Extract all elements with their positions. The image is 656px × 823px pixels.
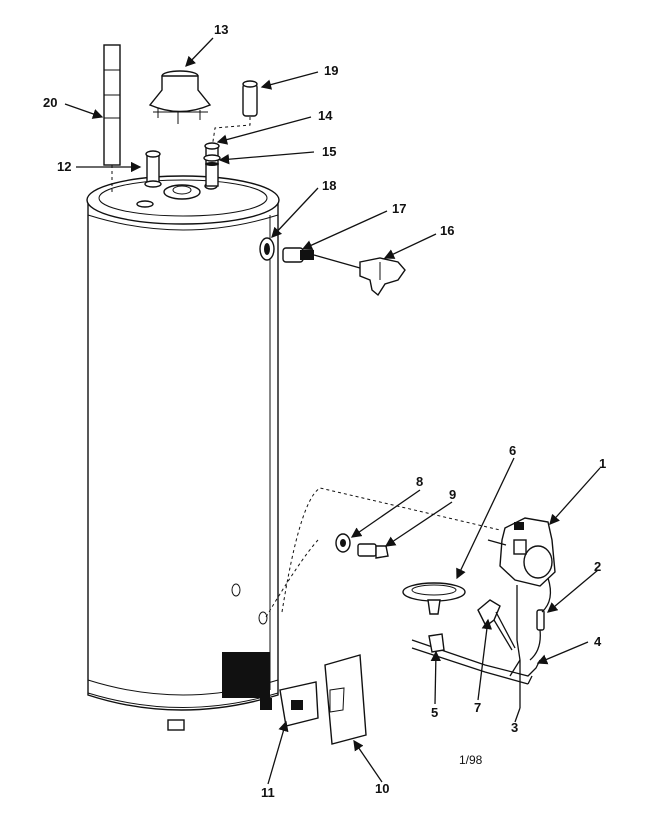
part-3-thermocouple [509, 585, 521, 708]
callout-16: 16 [440, 223, 454, 238]
part-7-pilot-assembly [477, 599, 516, 651]
callout-14: 14 [318, 108, 333, 123]
part-17-valve-fitting [282, 247, 361, 269]
callout-2: 2 [594, 559, 601, 574]
callout-20: 20 [43, 95, 57, 110]
part-8-gasket [335, 533, 351, 553]
callout-3: 3 [511, 720, 518, 735]
callout-18: 18 [322, 178, 336, 193]
part-14-15-outlet-nipple [203, 142, 221, 187]
callout-labels: 1 2 3 4 5 6 7 8 9 10 11 12 13 14 15 16 1… [43, 22, 606, 800]
callout-7: 7 [474, 700, 481, 715]
callout-1: 1 [599, 456, 606, 471]
callout-8: 8 [416, 474, 423, 489]
part-2-pilot-tube [529, 577, 552, 661]
part-6-burner [402, 582, 466, 615]
callout-15: 15 [322, 144, 336, 159]
part-16-drain-valve [359, 257, 406, 297]
callout-13: 13 [214, 22, 228, 37]
part-10-outer-door [324, 654, 367, 745]
part-18-gasket [259, 237, 275, 261]
part-11-inner-door [279, 681, 319, 727]
part-1-gas-control-valve [487, 517, 556, 587]
callout-9: 9 [449, 487, 456, 502]
leader-lines [64, 37, 601, 785]
part-19-anode-rod [211, 80, 258, 149]
callout-5: 5 [431, 705, 438, 720]
date-code: 1/98 [459, 753, 483, 767]
part-13-draft-hood [148, 70, 212, 124]
part-12-inlet-nipple [144, 150, 162, 188]
part-20-dip-tube [103, 44, 121, 195]
callout-10: 10 [375, 781, 389, 796]
callout-12: 12 [57, 159, 71, 174]
part-5-orifice [428, 633, 445, 653]
callout-17: 17 [392, 201, 406, 216]
drain-valve [167, 719, 185, 731]
part-9-fitting [357, 543, 389, 559]
callout-19: 19 [324, 63, 338, 78]
callout-6: 6 [509, 443, 516, 458]
callout-4: 4 [594, 634, 602, 649]
callout-11: 11 [261, 785, 275, 800]
burner-access-opening [222, 652, 270, 698]
tank-body [86, 175, 280, 731]
